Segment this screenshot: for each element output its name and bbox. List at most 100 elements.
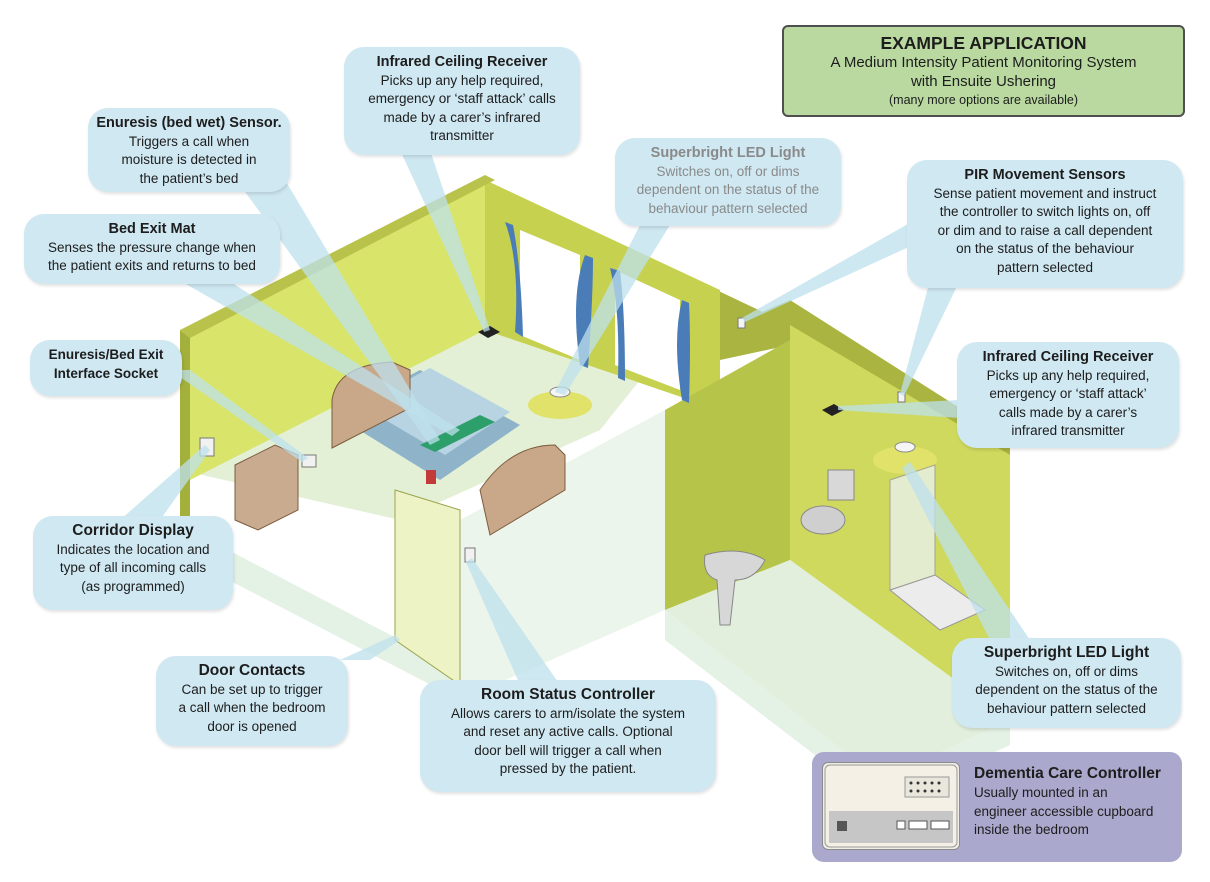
callout-line: Can be set up to trigger	[181, 681, 323, 697]
callout-title: Superbright LED Light	[650, 145, 806, 161]
callout-bed-exit-mat: Bed Exit Mat Senses the pressure change …	[24, 214, 280, 284]
callout-room-status-controller: Room Status Controller Allows carers to …	[420, 680, 716, 792]
bed-exit-mat-strip	[420, 415, 495, 452]
callout-line: type of all incoming calls	[59, 560, 207, 575]
pointer-pir-2	[742, 220, 935, 322]
callout-line: dependent on the status of the	[975, 682, 1158, 697]
pointer-corridor	[120, 445, 210, 520]
callout-interface-socket: Enuresis/Bed Exit Interface Socket	[30, 340, 182, 396]
sink	[704, 550, 766, 626]
callout-led-light-right: Superbright LED Light Switches on, off o…	[952, 638, 1181, 728]
callout-line: calls made by a carer’s	[998, 404, 1138, 420]
pointer-socket	[170, 370, 308, 462]
callout-line: or dim and to raise a call dependent	[937, 222, 1153, 238]
pointer-bed-mat	[170, 275, 460, 436]
example-note: (many more options are available)	[889, 93, 1078, 107]
callout-title: Bed Exit Mat	[108, 221, 196, 237]
pointer-door	[340, 635, 400, 660]
callout-line: door is opened	[207, 718, 297, 734]
controller-device-icon	[824, 764, 958, 848]
callout-line: Senses the pressure change when	[48, 239, 256, 255]
callout-line: dependent on the status of the	[636, 182, 820, 197]
callout-line: Allows carers to arm/isolate the system	[450, 705, 686, 721]
glass-front-left	[190, 530, 460, 700]
callout-title: Enuresis/Bed Exit	[48, 347, 164, 362]
ensuite-floor	[665, 560, 1010, 780]
callout-line: emergency or ‘staff attack’ calls	[368, 91, 556, 106]
dementia-line: inside the bedroom	[974, 822, 1089, 837]
dementia-title: Dementia Care Controller	[974, 765, 1161, 782]
callout-pir-sensors: PIR Movement Sensors Sense patient movem…	[907, 160, 1183, 288]
callout-title: Infrared Ceiling Receiver	[982, 349, 1154, 365]
callout-line: behaviour pattern selected	[648, 200, 808, 216]
callout-line: Indicates the location and	[56, 541, 210, 557]
callout-line: infrared transmitter	[1011, 423, 1125, 438]
curtain-1	[505, 222, 523, 337]
bed-footboard	[479, 444, 566, 536]
example-line-2: with Ensuite Ushering	[910, 73, 1057, 90]
controller-device-image	[822, 762, 960, 850]
callout-line: Triggers a call when	[128, 133, 250, 149]
dementia-text: Dementia Care Controller Usually mounted…	[974, 764, 1179, 840]
pointer-room-status	[466, 558, 560, 685]
bedside-cabinet	[234, 444, 299, 531]
callout-line: Picks up any help required,	[986, 367, 1150, 383]
callout-ir-receiver-left: Infrared Ceiling Receiver Picks up any h…	[344, 47, 580, 155]
dementia-line: engineer accessible cupboard	[974, 803, 1154, 819]
dementia-controller-box: Dementia Care Controller Usually mounted…	[812, 752, 1182, 862]
callout-line: the controller to switch lights on, off	[939, 204, 1151, 219]
bedroom-left-wall-top	[180, 175, 495, 338]
pir-sensor-bedroom	[737, 317, 746, 329]
callout-line: a call when the bedroom	[178, 700, 326, 715]
bedroom-left-wall	[190, 180, 485, 480]
window-left	[520, 230, 580, 360]
window-right	[615, 270, 680, 390]
callout-title: Superbright LED Light	[983, 644, 1150, 661]
callout-line: and reset any active calls. Optional	[463, 724, 673, 739]
callout-line: (as programmed)	[81, 578, 185, 594]
callout-line: on the status of the behaviour	[956, 241, 1134, 256]
toilet	[800, 505, 846, 535]
callout-line: moisture is detected in	[121, 152, 257, 167]
ir-receiver-bedroom	[478, 326, 500, 338]
callout-title: Enuresis (bed wet) Sensor.	[96, 115, 282, 131]
callout-ir-receiver-right: Infrared Ceiling Receiver Picks up any h…	[957, 342, 1179, 448]
callout-line: Picks up any help required,	[380, 72, 544, 88]
ceiling-light-bedroom	[528, 391, 592, 419]
callout-line: the patient exits and returns to bed	[48, 258, 256, 273]
callout-led-light-left: Superbright LED Light Switches on, off o…	[615, 138, 841, 226]
callout-title: Door Contacts	[198, 662, 306, 679]
callout-line: emergency or ‘staff attack’	[989, 386, 1147, 401]
callout-line: pressed by the patient.	[499, 761, 637, 776]
example-title: EXAMPLE APPLICATION	[880, 33, 1087, 53]
callout-line: transmitter	[430, 128, 494, 143]
pointer-ir-left	[400, 150, 490, 332]
callout-line: the patient’s bed	[139, 170, 239, 186]
ensuite-left-wall	[665, 340, 790, 610]
callout-title: Room Status Controller	[481, 686, 655, 703]
callout-line: behaviour pattern selected	[986, 700, 1147, 716]
curtain-4	[677, 300, 690, 403]
callout-door-contacts: Door Contacts Can be set up to trigger a…	[156, 656, 348, 746]
pointer-enuresis	[240, 180, 440, 445]
pointer-led-left	[555, 225, 670, 395]
callout-line: made by a carer’s infrared	[383, 109, 541, 125]
callout-line: Switches on, off or dims	[994, 663, 1139, 679]
dementia-line: Usually mounted in an	[974, 785, 1108, 800]
callout-line: Interface Socket	[53, 365, 159, 381]
callout-enuresis-sensor: Enuresis (bed wet) Sensor. Triggers a ca…	[88, 108, 290, 192]
ceiling-light-ensuite	[873, 446, 937, 474]
callout-line: door bell will trigger a call when	[474, 742, 662, 758]
callout-line: Sense patient movement and instruct	[933, 185, 1157, 201]
pointer-pir	[900, 280, 960, 396]
callout-title: Infrared Ceiling Receiver	[376, 54, 548, 70]
callout-title: PIR Movement Sensors	[964, 167, 1126, 183]
door-contact-unit	[426, 470, 436, 484]
callout-line: pattern selected	[996, 259, 1094, 275]
pointer-ir-right	[838, 400, 990, 420]
example-line-1: A Medium Intensity Patient Monitoring Sy…	[830, 54, 1137, 71]
callout-corridor-display: Corridor Display Indicates the location …	[33, 516, 233, 610]
callout-title: Corridor Display	[72, 522, 194, 539]
example-application-box: EXAMPLE APPLICATION A Medium Intensity P…	[782, 25, 1185, 117]
